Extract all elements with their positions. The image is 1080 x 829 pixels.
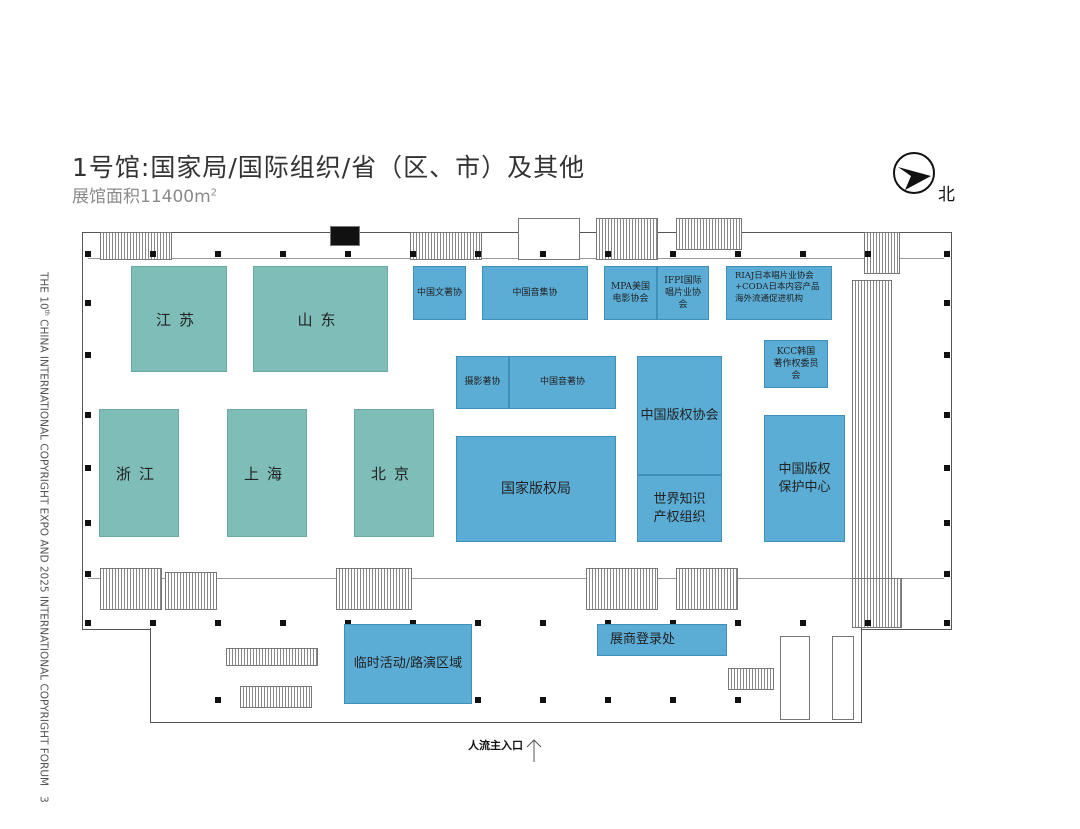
exhibitor-registration-desk[interactable]: 展商登录处 — [597, 624, 727, 656]
page-number: 3 — [37, 796, 50, 803]
pillar — [944, 520, 950, 526]
lobby-structure — [832, 636, 854, 720]
restroom-structure — [586, 568, 658, 610]
hall-area: 展馆面积11400m2 — [72, 182, 217, 207]
province-zone-beijing[interactable]: 北京 — [354, 409, 434, 537]
booth-wipo[interactable]: 世界知识产权组织 — [637, 475, 722, 542]
pillar — [944, 251, 950, 257]
province-zone-shanghai[interactable]: 上海 — [227, 409, 307, 537]
booth-copyright-society[interactable]: 中国版权协会 — [637, 356, 722, 475]
pillar — [670, 251, 676, 257]
event-roadshow-area[interactable]: 临时活动/路演区域 — [344, 624, 472, 704]
hall-area-label: 展馆面积11400m — [72, 187, 211, 207]
lobby-structure — [226, 648, 318, 666]
service-core — [852, 280, 892, 582]
pillar — [670, 697, 676, 703]
pillar — [150, 251, 156, 257]
pillar — [85, 352, 91, 358]
hall-area-unit-sup: 2 — [210, 187, 218, 199]
stair-structure — [728, 668, 774, 690]
pillar — [280, 620, 286, 626]
booth-copyright-protection-center[interactable]: 中国版权保护中心 — [764, 415, 845, 542]
pillar — [85, 300, 91, 306]
pillar — [944, 620, 950, 626]
pillar — [670, 620, 676, 626]
booth-sheyingzhuxie[interactable]: 摄影著协 — [456, 356, 509, 409]
pillar — [800, 251, 806, 257]
pillar — [944, 300, 950, 306]
pillar — [85, 251, 91, 257]
pillar — [85, 412, 91, 418]
service-structure — [518, 218, 580, 260]
restroom-structure — [165, 572, 217, 610]
booth-yinjixie[interactable]: 中国音集协 — [482, 266, 588, 320]
side-caption-pre: THE 10 — [37, 272, 50, 310]
pillar — [605, 620, 611, 626]
pillar — [85, 520, 91, 526]
stair-structure — [100, 232, 172, 260]
entrance-arrow-icon — [526, 738, 542, 766]
pillar — [540, 697, 546, 703]
restroom-structure — [676, 218, 742, 250]
pillar — [540, 251, 546, 257]
stair-structure — [676, 568, 738, 610]
pillar — [215, 697, 221, 703]
booth-riaj-coda[interactable]: RIAJ日本唱片业协会+CODA日本内容产品海外流通促进机构 — [726, 266, 832, 320]
pillar — [85, 465, 91, 471]
province-zone-shandong[interactable]: 山东 — [253, 266, 388, 372]
pillar — [280, 251, 286, 257]
pillar — [735, 251, 741, 257]
pillar — [735, 620, 741, 626]
lobby-structure — [780, 636, 810, 720]
pillar — [410, 620, 416, 626]
side-caption: THE 10th CHINA INTERNATIONAL COPYRIGHT E… — [37, 272, 51, 803]
wall-line — [88, 258, 944, 259]
pillar — [475, 251, 481, 257]
side-caption-post: CHINA INTERNATIONAL COPYRIGHT EXPO AND 2… — [37, 315, 50, 787]
booth-wenzhuxie[interactable]: 中国文著协 — [413, 266, 466, 320]
pillar — [605, 251, 611, 257]
pillar — [735, 697, 741, 703]
booth-kcc[interactable]: KCC韩国著作权委员会 — [764, 340, 828, 388]
pillar — [540, 620, 546, 626]
pillar — [944, 412, 950, 418]
stair-structure — [852, 578, 902, 628]
province-zone-jiangsu[interactable]: 江苏 — [131, 266, 227, 372]
pillar — [944, 352, 950, 358]
pillar — [345, 620, 351, 626]
pillar — [944, 465, 950, 471]
north-arrow-icon — [893, 152, 935, 194]
pillar — [944, 571, 950, 577]
pillar — [215, 251, 221, 257]
page-title: 1号馆:国家局/国际组织/省（区、市）及其他 — [72, 153, 586, 182]
pillar — [410, 251, 416, 257]
north-label: 北 — [938, 185, 955, 205]
pillar — [475, 620, 481, 626]
pillar — [865, 620, 871, 626]
booth-ifpi[interactable]: IFPI国际唱片业协会 — [657, 266, 709, 320]
stair-structure — [330, 226, 360, 246]
pillar — [800, 620, 806, 626]
pillar — [85, 620, 91, 626]
province-zone-zhejiang[interactable]: 浙江 — [99, 409, 179, 537]
pillar — [345, 251, 351, 257]
pillar — [475, 697, 481, 703]
pillar — [150, 620, 156, 626]
booth-yinzhuxie[interactable]: 中国音著协 — [509, 356, 616, 409]
stair-structure — [240, 686, 312, 708]
wall-line — [88, 578, 944, 579]
restroom-structure — [410, 232, 482, 260]
pillar — [865, 251, 871, 257]
pillar — [605, 697, 611, 703]
main-entrance-label: 人流主入口 — [468, 739, 523, 752]
pillar — [215, 620, 221, 626]
stair-structure — [336, 568, 412, 610]
booth-mpa[interactable]: MPA美国电影协会 — [604, 266, 657, 320]
pillar — [85, 571, 91, 577]
stair-structure — [100, 568, 162, 610]
stair-structure — [864, 232, 900, 274]
booth-ncac[interactable]: 国家版权局 — [456, 436, 616, 542]
